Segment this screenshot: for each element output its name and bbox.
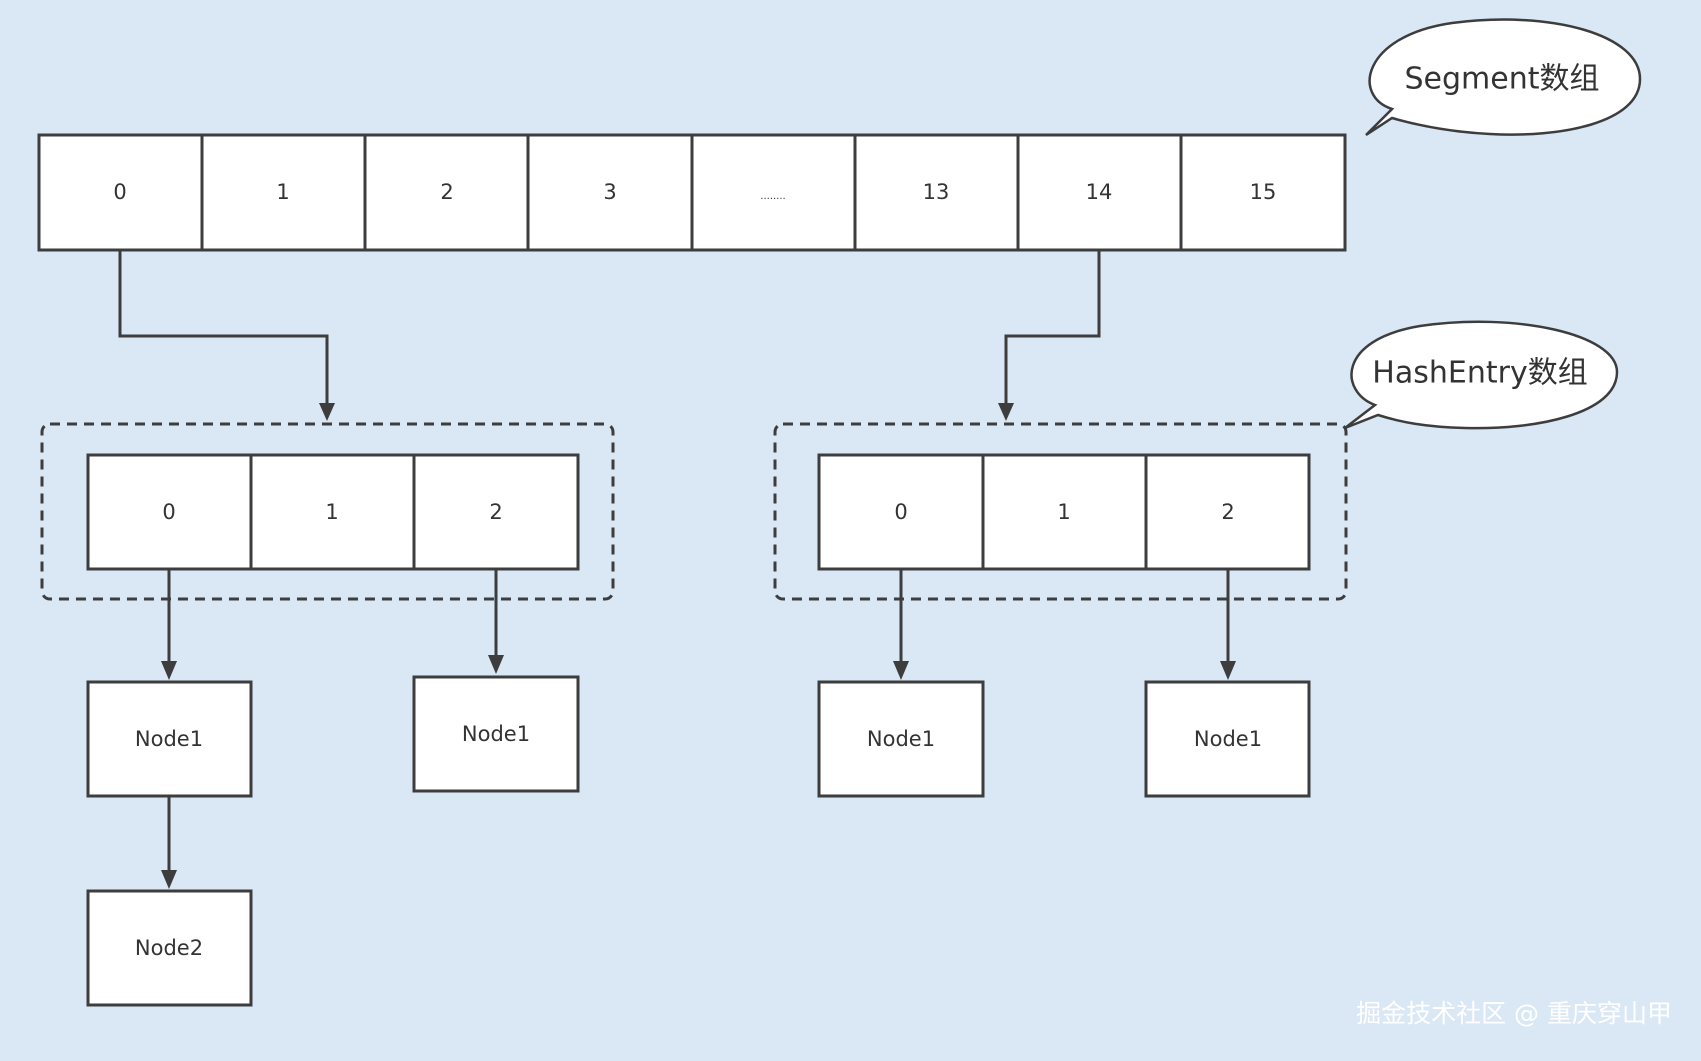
segment-cell-13: 13 xyxy=(853,133,1020,252)
hashentry-right-cell-1: 1 xyxy=(981,453,1148,571)
node-label: Node1 xyxy=(135,727,203,751)
segment-cell-label: 3 xyxy=(603,180,616,204)
hashentry-array-label: HashEntry数组 xyxy=(1372,356,1587,391)
node-label: Node1 xyxy=(867,727,935,751)
node-label: Node1 xyxy=(1194,727,1262,751)
hashentry-right-cell-0: 0 xyxy=(817,453,985,571)
segment-array-callout: Segment数组 xyxy=(1365,18,1642,137)
node-left-0-chain-arrow xyxy=(161,796,177,889)
node-label: Node2 xyxy=(135,936,203,960)
segment-cell-2: 2 xyxy=(363,133,530,252)
hashentry-right-dashed-frame xyxy=(773,422,1348,601)
node-left-0-2: Node2 xyxy=(86,889,253,1007)
hashentry-array-right: 0 1 2 xyxy=(773,422,1348,601)
segment-cell-ellipsis: ........ xyxy=(690,133,857,252)
hashentry-left-cell-2: 2 xyxy=(412,453,580,571)
left-cell-2-arrow xyxy=(488,569,504,674)
segment-cell-label: 0 xyxy=(113,180,126,204)
right-cell-0-arrow xyxy=(893,569,909,680)
node-right-2-1: Node1 xyxy=(1144,680,1311,798)
segment-cell-label: ........ xyxy=(760,191,785,202)
hashentry-cell-label: 0 xyxy=(894,500,907,524)
hashentry-cell-label: 1 xyxy=(1057,500,1070,524)
segment-0-connector xyxy=(118,250,335,421)
node-left-0-1: Node1 xyxy=(86,680,253,798)
hashentry-array-left: 0 1 2 xyxy=(40,422,615,601)
segment-cell-3: 3 xyxy=(526,133,694,252)
hashentry-cell-label: 0 xyxy=(162,500,175,524)
segment-array: 0 1 2 3 ........ 13 14 15 xyxy=(37,133,1347,252)
hashentry-left-dashed-frame xyxy=(40,422,615,601)
hashentry-array-callout: HashEntry数组 xyxy=(1344,320,1619,430)
segment-cell-15: 15 xyxy=(1179,133,1347,252)
segment-cell-label: 14 xyxy=(1086,180,1113,204)
segment-cell-label: 2 xyxy=(440,180,453,204)
hashentry-cell-label: 1 xyxy=(325,500,338,524)
segment-cell-14: 14 xyxy=(1016,133,1183,252)
segment-14-connector xyxy=(998,250,1101,421)
left-cell-0-arrow xyxy=(161,569,177,680)
segment-cell-1: 1 xyxy=(200,133,367,252)
right-cell-2-arrow xyxy=(1220,569,1236,680)
hashentry-left-cell-1: 1 xyxy=(249,453,416,571)
segment-cell-label: 1 xyxy=(276,180,289,204)
node-label: Node1 xyxy=(462,722,530,746)
node-left-2-1: Node1 xyxy=(412,675,580,793)
hashentry-right-cell-2: 2 xyxy=(1144,453,1311,571)
segment-cell-label: 15 xyxy=(1250,180,1277,204)
node-right-0-1: Node1 xyxy=(817,680,985,798)
hashentry-cell-label: 2 xyxy=(489,500,502,524)
segment-cell-0: 0 xyxy=(37,133,204,252)
hashentry-cell-label: 2 xyxy=(1221,500,1234,524)
segment-cell-label: 13 xyxy=(923,180,950,204)
segment-array-label: Segment数组 xyxy=(1405,62,1600,97)
watermark: 掘金技术社区 @ 重庆穿山甲 xyxy=(1356,999,1672,1028)
hashentry-left-cell-0: 0 xyxy=(86,453,253,571)
